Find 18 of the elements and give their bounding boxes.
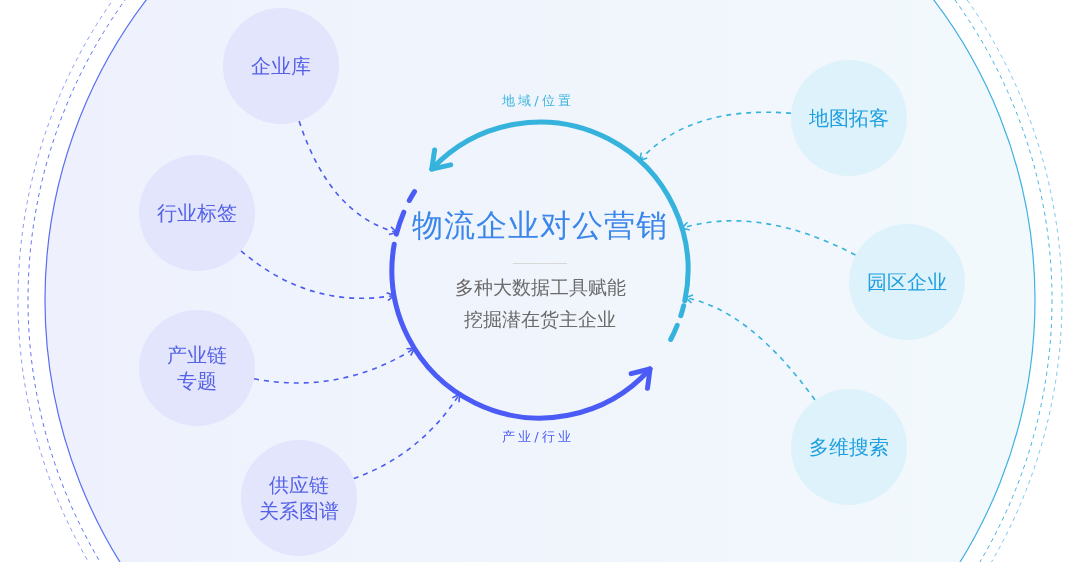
center-subtitle: 多种大数据工具赋能挖掘潜在货主企业 [454,275,626,332]
dashed-arrow [684,294,816,401]
circle-label: 园区企业 [867,269,947,295]
circle-label: 供应链关系图谱 [259,472,339,524]
circle-label: 产业链专题 [167,342,227,394]
arc-label: 产业/行业 [502,428,574,446]
circle-label: 地图拓客 [809,105,889,131]
dashed-arrow [253,347,416,384]
circle-label: 行业标签 [157,200,237,226]
center-title: 物流企业对公营销 [412,206,668,246]
arc-label: 地域/位置 [502,92,574,110]
dashed-arrow [240,250,395,302]
dashed-arrow [681,220,857,256]
circle-label: 多维搜索 [809,434,889,460]
dashed-arrow [352,393,461,480]
dashed-arrow [298,120,398,235]
dashed-arrow [638,111,792,162]
circle-label: 企业库 [251,53,311,79]
